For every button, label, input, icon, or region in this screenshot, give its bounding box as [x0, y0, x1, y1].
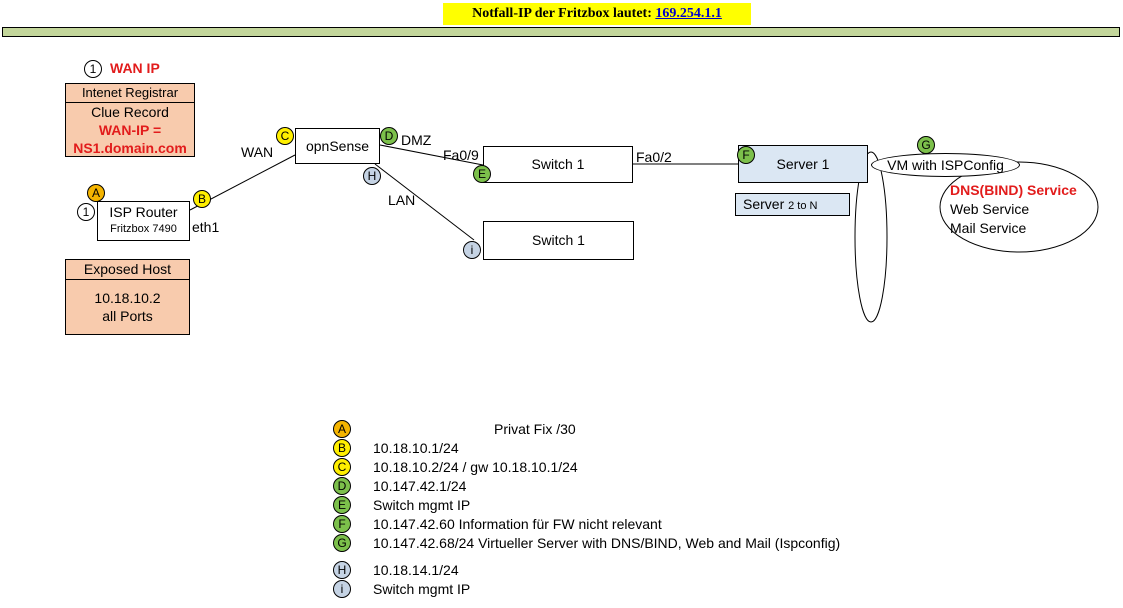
server-more-box[interactable]: Server 2 to N	[735, 193, 850, 216]
badge-f-server: F	[737, 146, 755, 164]
dns-service: DNS(BIND) Service	[950, 182, 1077, 198]
registrar-clue-record: Clue Record	[91, 104, 169, 120]
legend-badge-i: i	[333, 580, 351, 598]
badge-g-vm: G	[917, 136, 935, 154]
badge-i-switch: i	[463, 241, 481, 259]
server-name: Server 1	[776, 156, 830, 172]
legend-text-c: 10.18.10.2/24 / gw 10.18.10.1/24	[373, 459, 578, 475]
badge-a-router: A	[87, 184, 105, 202]
wan-label: WAN	[241, 144, 274, 160]
legend-text-f: 10.147.42.60 Information für FW nicht re…	[373, 516, 662, 532]
legend-badge-h: H	[333, 561, 351, 579]
opnsense-to-switch-lan-line	[374, 163, 475, 241]
legend-text-h: 10.18.14.1/24	[373, 562, 459, 578]
server-more-label: Server	[743, 196, 789, 212]
lan-label: LAN	[388, 192, 416, 208]
legend-badge-e: E	[333, 496, 351, 514]
switch-lan-name: Switch 1	[532, 232, 585, 248]
isp-router-badge: 1	[77, 203, 95, 221]
isp-router-name: ISP Router	[109, 204, 178, 220]
vm-label: VM with ISPConfig	[887, 157, 1004, 173]
opnsense-box[interactable]: opnSense	[295, 128, 380, 164]
legend-text-a: Privat Fix /30	[494, 421, 576, 437]
switch-port-out-label: Fa0/2	[636, 149, 672, 165]
server-box[interactable]: Server 1	[738, 145, 868, 183]
header-title: Notfall-IP der Fritzbox lautet: 169.254.…	[443, 3, 751, 25]
badge-h-opnsense: H	[363, 167, 381, 185]
legend-text-b: 10.18.10.1/24	[373, 440, 459, 456]
web-service: Web Service	[950, 201, 1030, 217]
legend-badge-b: B	[333, 439, 351, 457]
exposed-host-box: Exposed Host 10.18.10.2 all Ports	[65, 259, 190, 335]
server-group-ellipse	[854, 151, 888, 323]
registrar-ns1: NS1.domain.com	[73, 140, 187, 156]
switch-port-in-label: Fa0/9	[443, 147, 479, 163]
registrar-box: Intenet Registrar Clue Record WAN-IP = N…	[65, 83, 195, 157]
vm-services: DNS(BIND) Service Web Service Mail Servi…	[950, 181, 1077, 238]
legend-badge-f: F	[333, 515, 351, 533]
badge-c-opnsense: C	[276, 127, 294, 145]
switch-dmz-box[interactable]: Switch 1	[483, 146, 633, 183]
registrar-title: Intenet Registrar	[66, 84, 194, 103]
fallback-ip-link[interactable]: 169.254.1.1	[655, 6, 722, 21]
exposed-host-ports: all Ports	[102, 308, 153, 324]
isp-router-port: eth1	[192, 219, 220, 235]
exposed-host-ip: 10.18.10.2	[94, 290, 161, 306]
wan-ip-badge: 1	[84, 60, 102, 78]
badge-b-router: B	[193, 190, 211, 208]
vm-services-ellipse	[939, 161, 1099, 253]
header-title-text: Notfall-IP der Fritzbox lautet:	[472, 6, 656, 21]
vm-pill[interactable]: VM with ISPConfig	[871, 153, 1020, 177]
legend-badge-d: D	[333, 477, 351, 495]
legend-text-g: 10.147.42.68/24 Virtueller Server with D…	[373, 535, 841, 551]
switch-dmz-name: Switch 1	[531, 156, 585, 172]
mail-service: Mail Service	[950, 220, 1027, 236]
legend-badge-c: C	[333, 458, 351, 476]
legend-text-e: Switch mgmt IP	[373, 497, 471, 513]
dmz-label: DMZ	[401, 132, 432, 148]
server-more-range: 2 to N	[788, 200, 818, 212]
isp-router-model: Fritzbox 7490	[110, 223, 177, 235]
badge-e-switch: E	[473, 165, 491, 183]
legend-text-i: Switch mgmt IP	[373, 581, 471, 597]
opnsense-to-switch-dmz-line	[379, 144, 484, 166]
switch-lan-box[interactable]: Switch 1	[483, 221, 634, 260]
exposed-host-title: Exposed Host	[66, 260, 189, 280]
legend-text-d: 10.147.42.1/24	[373, 478, 467, 494]
opnsense-name: opnSense	[305, 138, 370, 154]
isp-router-box[interactable]: ISP Router Fritzbox 7490	[97, 201, 190, 241]
wan-ip-label: WAN IP	[110, 60, 160, 76]
header-bar	[2, 27, 1120, 37]
registrar-wan-ip: WAN-IP =	[98, 122, 162, 138]
legend-badge-a: A	[333, 420, 351, 438]
badge-d-opnsense: D	[380, 127, 398, 145]
legend-badge-g: G	[333, 534, 351, 552]
